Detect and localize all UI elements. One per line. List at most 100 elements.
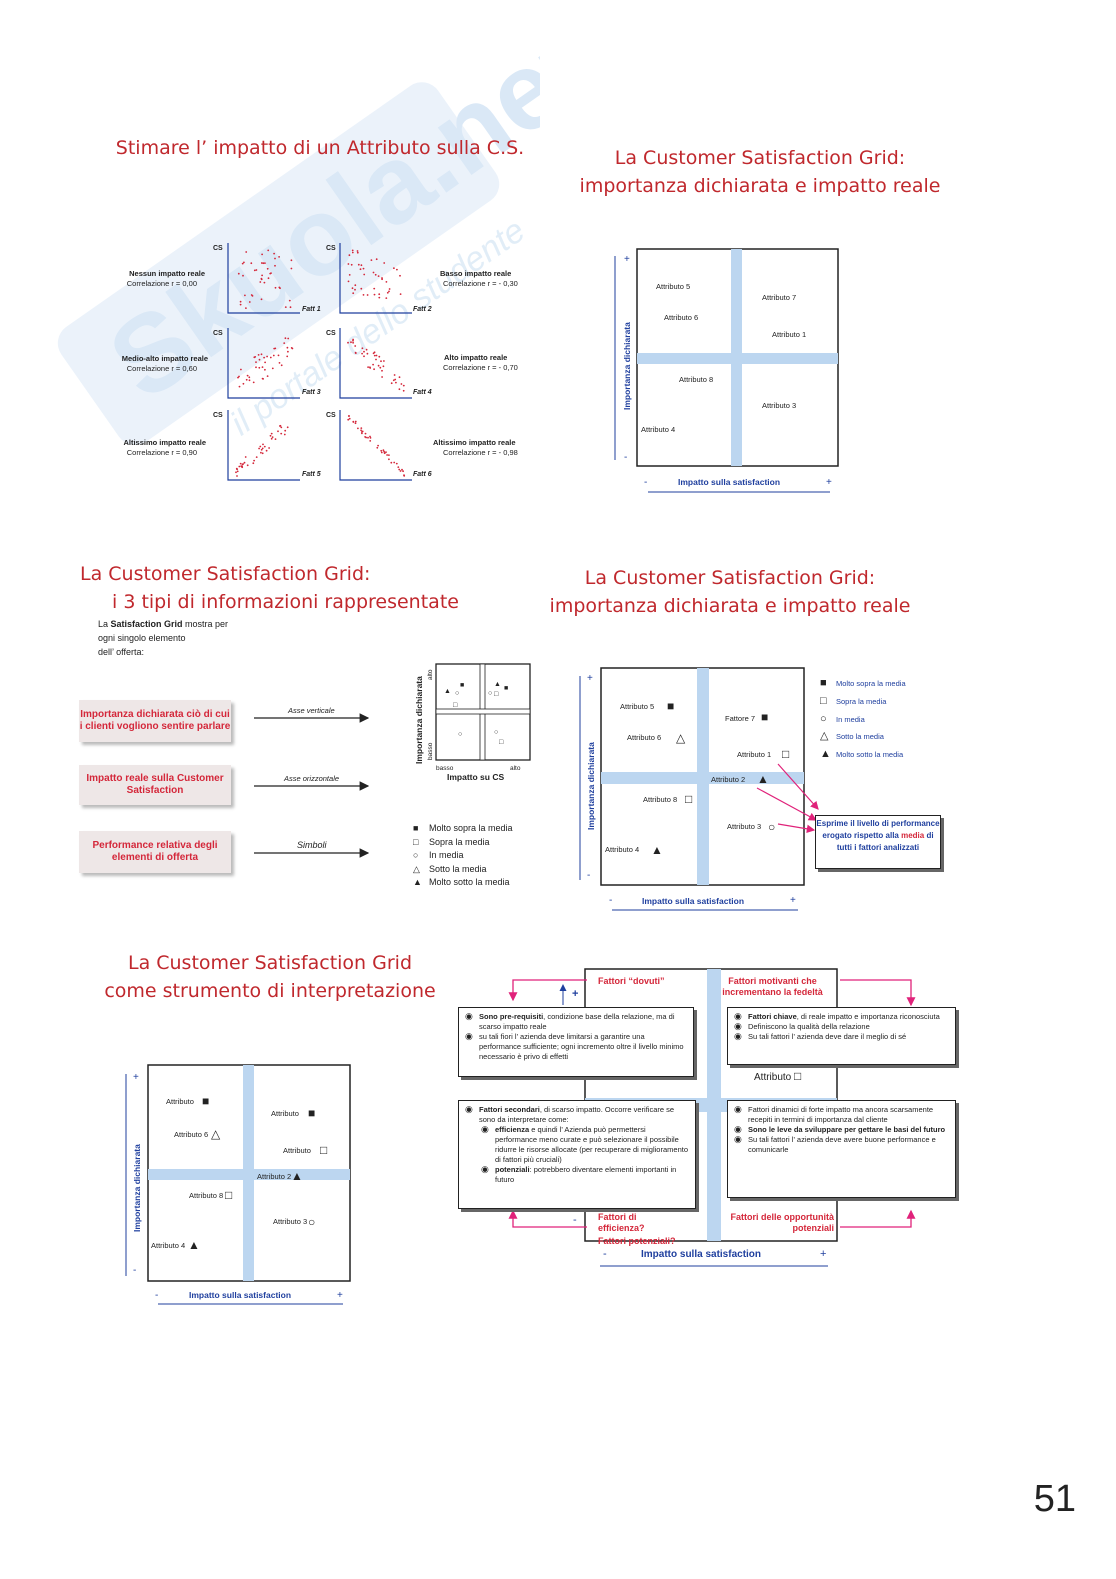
scatter-point bbox=[352, 339, 354, 342]
scatter-point bbox=[270, 272, 272, 274]
scatter-point bbox=[269, 434, 272, 437]
label-fattori-efficienza: Fattori di efficienza? bbox=[598, 1212, 645, 1233]
y-plus: + bbox=[587, 673, 593, 684]
scatter-point bbox=[373, 351, 376, 354]
scatter-point bbox=[241, 465, 243, 468]
svg-text:■: ■ bbox=[460, 682, 464, 689]
scatter-point bbox=[273, 252, 275, 255]
x-axis-label: Impatto sulla satisfaction bbox=[642, 896, 744, 906]
x-axis-label: Impatto sulla satisfaction bbox=[189, 1290, 291, 1300]
scatter-point bbox=[361, 352, 363, 355]
scatter-point bbox=[361, 432, 363, 435]
scatter-point bbox=[360, 427, 363, 429]
scatter-point bbox=[239, 303, 242, 306]
scatter-point bbox=[377, 364, 380, 367]
scatter-point bbox=[286, 346, 289, 349]
scatter-point bbox=[348, 417, 351, 420]
scatter-point bbox=[375, 354, 378, 357]
arrow-label-vertical: Asse verticale bbox=[288, 706, 335, 715]
scatter-point bbox=[239, 300, 242, 303]
scatter-point bbox=[261, 452, 264, 455]
scatter-point bbox=[258, 366, 261, 369]
scatter-point bbox=[360, 429, 362, 432]
scatter-point bbox=[259, 445, 262, 448]
cs-label-2: CS bbox=[326, 245, 336, 252]
scatter-point bbox=[385, 281, 388, 283]
scatter-point bbox=[243, 261, 245, 264]
svg-text:▲: ▲ bbox=[494, 681, 501, 688]
scatter-point bbox=[271, 367, 274, 370]
scatter-point bbox=[373, 293, 376, 296]
axis-fatt-3: Fatt 3 bbox=[302, 389, 321, 396]
scatter-point bbox=[255, 269, 258, 271]
scatter-point bbox=[383, 450, 385, 453]
scatter-point bbox=[350, 263, 353, 266]
scatter-point bbox=[274, 264, 276, 267]
slide5-title-1: La Customer Satisfaction Grid bbox=[127, 952, 413, 974]
scatter-point bbox=[372, 363, 374, 366]
scatter-point bbox=[236, 470, 239, 473]
scatter-panels: CS CS CS CS CS CS Fatt 1 Fatt 2 Fatt 3 F… bbox=[213, 243, 432, 481]
scatter-point bbox=[280, 426, 283, 429]
axis-fatt-1: Fatt 1 bbox=[302, 306, 321, 313]
slide3-title-1: La Customer Satisfaction Grid: bbox=[80, 563, 371, 585]
slide3-title-2: i 3 tipi di informazioni rappresentate bbox=[112, 591, 459, 613]
svg-text:■: ■ bbox=[761, 710, 768, 724]
axis-fatt-5: Fatt 5 bbox=[302, 471, 321, 478]
svg-text:■: ■ bbox=[202, 1094, 209, 1108]
scatter-point bbox=[260, 277, 263, 280]
scatter-point bbox=[283, 433, 286, 436]
scatter-point bbox=[260, 353, 263, 356]
attr-2: Attributo 2 bbox=[711, 775, 745, 784]
attr-7: Attributo 7 bbox=[762, 293, 796, 302]
scatter-point bbox=[289, 306, 292, 309]
scatter-point bbox=[264, 262, 266, 264]
scatter-point bbox=[354, 345, 357, 347]
scatter-point bbox=[360, 264, 363, 267]
panel-label: Basso impatto reale bbox=[440, 269, 512, 278]
scatter-point bbox=[286, 355, 289, 358]
scatter-point bbox=[366, 294, 369, 296]
x-axis-label: Impatto sulla satisfaction bbox=[678, 477, 780, 487]
scatter-point bbox=[385, 451, 387, 453]
scatter-point bbox=[266, 355, 268, 358]
label-fattori-opportunita: Fattori delle opportunità potenziali bbox=[730, 1212, 835, 1233]
panel-sub: Correlazione r = - 0,98 bbox=[443, 448, 518, 457]
scatter-point bbox=[397, 466, 400, 468]
scatter-point bbox=[374, 273, 377, 276]
scatter-point bbox=[245, 378, 248, 381]
scatter-point bbox=[245, 307, 247, 309]
y-minus: - bbox=[133, 1265, 136, 1276]
legend-item: □Sopra la media bbox=[820, 694, 887, 707]
scatter-point bbox=[377, 444, 379, 447]
scatter-point bbox=[348, 254, 351, 257]
scatter-point bbox=[390, 461, 393, 464]
panel-label: Medio-alto impatto reale bbox=[121, 354, 208, 363]
scatter-point bbox=[277, 430, 279, 433]
y-axis-label: Importanza dichiarata bbox=[622, 322, 632, 410]
axis-fatt-4: Fatt 4 bbox=[413, 389, 432, 396]
slide4-title-1: La Customer Satisfaction Grid: bbox=[584, 567, 876, 589]
info-box-impact: Impatto reale sulla Customer Satisfactio… bbox=[79, 765, 231, 805]
scatter-point bbox=[278, 256, 280, 258]
scatter-point bbox=[235, 467, 238, 470]
scatter-point bbox=[263, 356, 265, 359]
attr-3: Attributo 3 bbox=[762, 401, 796, 410]
scatter-point bbox=[261, 274, 263, 277]
scatter-point bbox=[377, 275, 380, 277]
scatter-point bbox=[257, 354, 260, 356]
attr-b: Attributo bbox=[271, 1109, 299, 1118]
bubble-fattori-dinamici: Fattori dinamici di forte impatto ma anc… bbox=[727, 1100, 956, 1198]
slide2-title-2: importanza dichiarata e impatto reale bbox=[579, 175, 941, 197]
scatter-point bbox=[265, 449, 268, 452]
scatter-point bbox=[392, 379, 395, 382]
bullet: Definiscono la qualità della relazione bbox=[734, 1021, 949, 1032]
scatter-point bbox=[271, 436, 274, 438]
attr-8: Attributo 8 bbox=[679, 375, 713, 384]
x-plus: + bbox=[337, 1290, 343, 1301]
x-plus: + bbox=[820, 1248, 826, 1260]
scatter-point bbox=[248, 379, 251, 382]
scatter-point bbox=[260, 451, 262, 454]
scatter-point bbox=[381, 376, 383, 378]
mini-x-low: basso bbox=[436, 765, 454, 772]
